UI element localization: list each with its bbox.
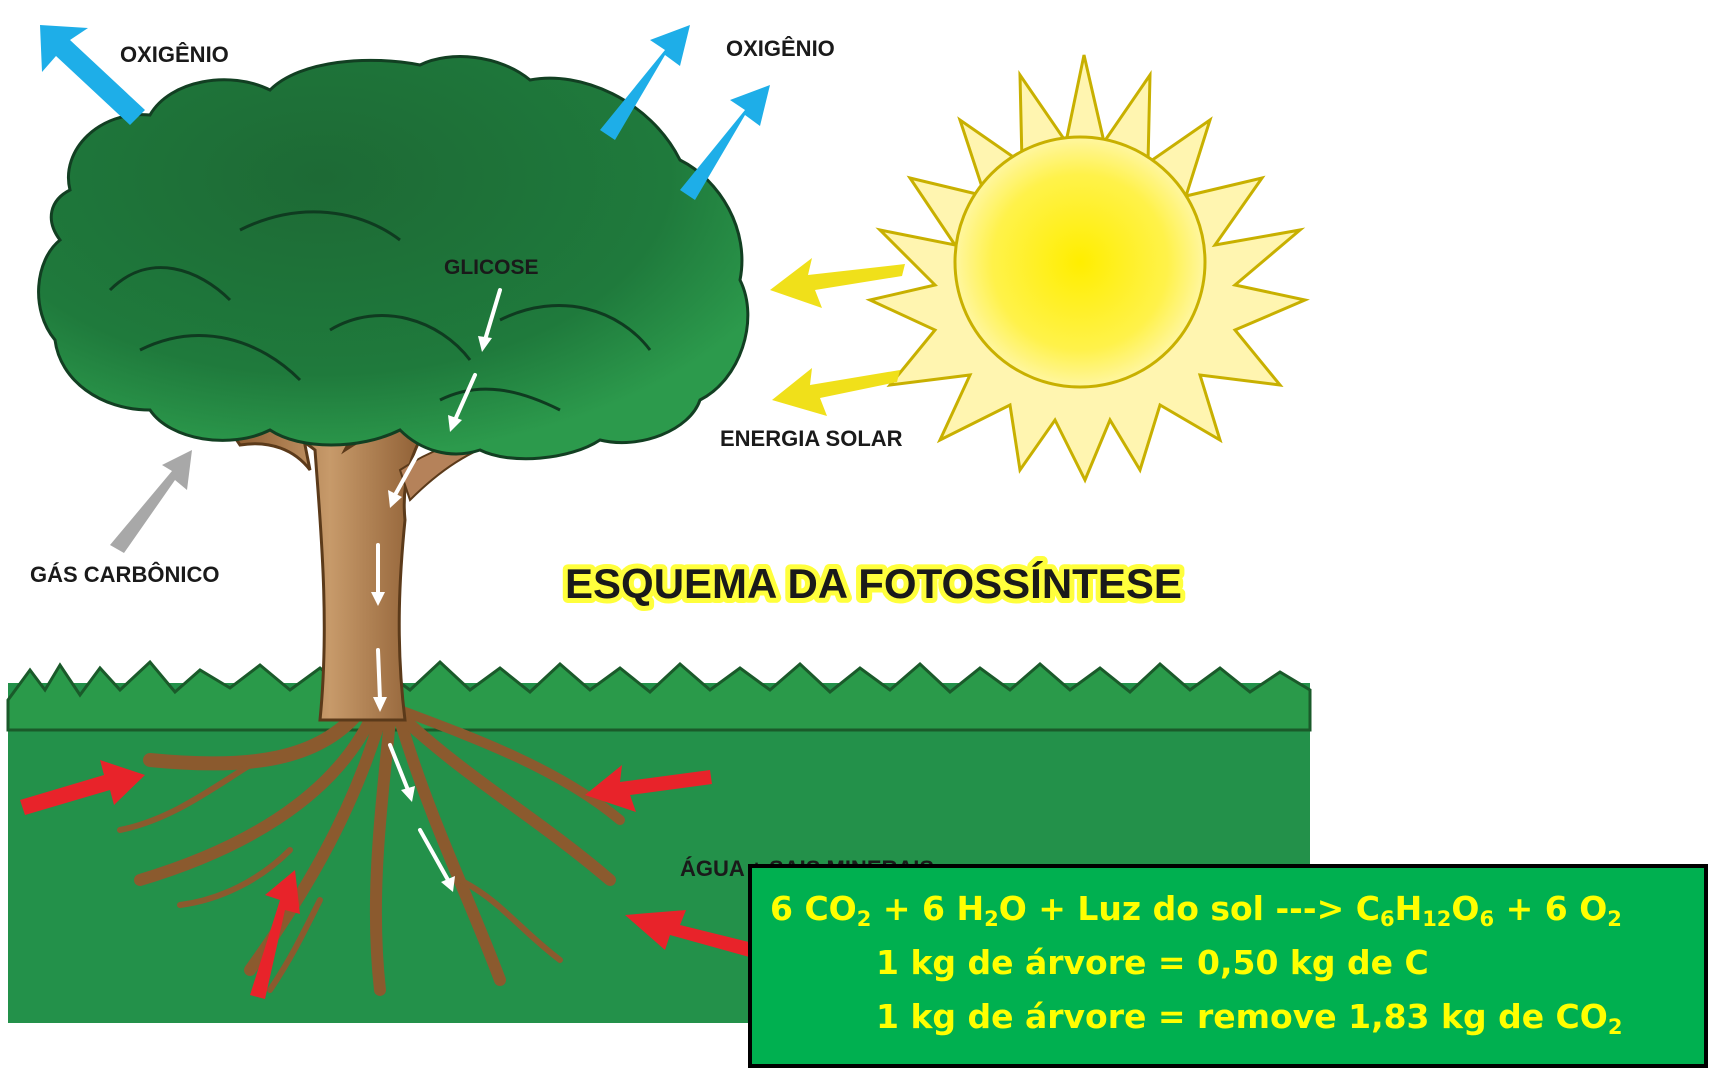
oxygen-label-left: OXIGÊNIO [120, 42, 229, 67]
formula-sub: 2 [984, 907, 999, 931]
co2-arrow [110, 450, 192, 553]
solar-energy-label: ENERGIA SOLAR [720, 426, 903, 451]
water-arrow-3 [250, 870, 300, 999]
water-arrow-1 [20, 760, 145, 815]
diagram-title: ESQUEMA DA FOTOSSÍNTESE ESQUEMA DA FOTOS… [560, 555, 1187, 612]
tree-icon [37, 55, 750, 461]
formula-o: O [1451, 889, 1480, 928]
water-arrow-2 [585, 765, 712, 812]
oxygen-label-right: OXIGÊNIO [726, 36, 835, 61]
formula-sub: 2 [856, 907, 872, 931]
formula-line-carbon: 1 kg de árvore = 0,50 kg de C [876, 943, 1429, 982]
oxygen-arrow-right-2 [680, 85, 770, 200]
sun-arrow-2 [772, 368, 900, 416]
glucose-arrows [371, 288, 502, 892]
formula-sub: 2 [1607, 907, 1622, 931]
formula-o2: + 6 O [1494, 889, 1608, 928]
sun-icon [865, 54, 1310, 484]
formula-sub: 6 [1479, 907, 1495, 931]
formula-box: 6 CO2 + 6 H2O + Luz do sol ---> C6H12O6 … [748, 864, 1708, 1068]
oxygen-arrow-left [40, 25, 145, 125]
sun-arrow-1 [770, 258, 905, 308]
formula-sub: 2 [1607, 1015, 1623, 1039]
diagram-title-text: ESQUEMA DA FOTOSSÍNTESE [565, 560, 1182, 607]
carbon-gas-label: GÁS CARBÔNICO [30, 562, 219, 587]
water-arrow-4 [625, 910, 765, 960]
formula-equation: 6 CO2 + 6 H2O + Luz do sol ---> C6H12O6 … [770, 882, 1686, 936]
formula-line3-text: 1 kg de árvore = remove 1,83 kg de CO [876, 997, 1608, 1036]
formula-h2o: + 6 H [871, 889, 985, 928]
formula-sub: 6 [1379, 907, 1395, 931]
formula-products: O + Luz do sol ---> C [998, 889, 1380, 928]
formula-sub: 12 [1422, 907, 1452, 931]
formula-co2: 6 CO [770, 889, 857, 928]
glucose-label: GLICOSE [444, 256, 539, 279]
diagram-title-glow: ESQUEMA DA FOTOSSÍNTESE [565, 560, 1182, 607]
formula-h: H [1394, 889, 1423, 928]
oxygen-arrow-right-1 [600, 25, 690, 140]
formula-line-co2-removal: 1 kg de árvore = remove 1,83 kg de CO2 [770, 990, 1686, 1044]
